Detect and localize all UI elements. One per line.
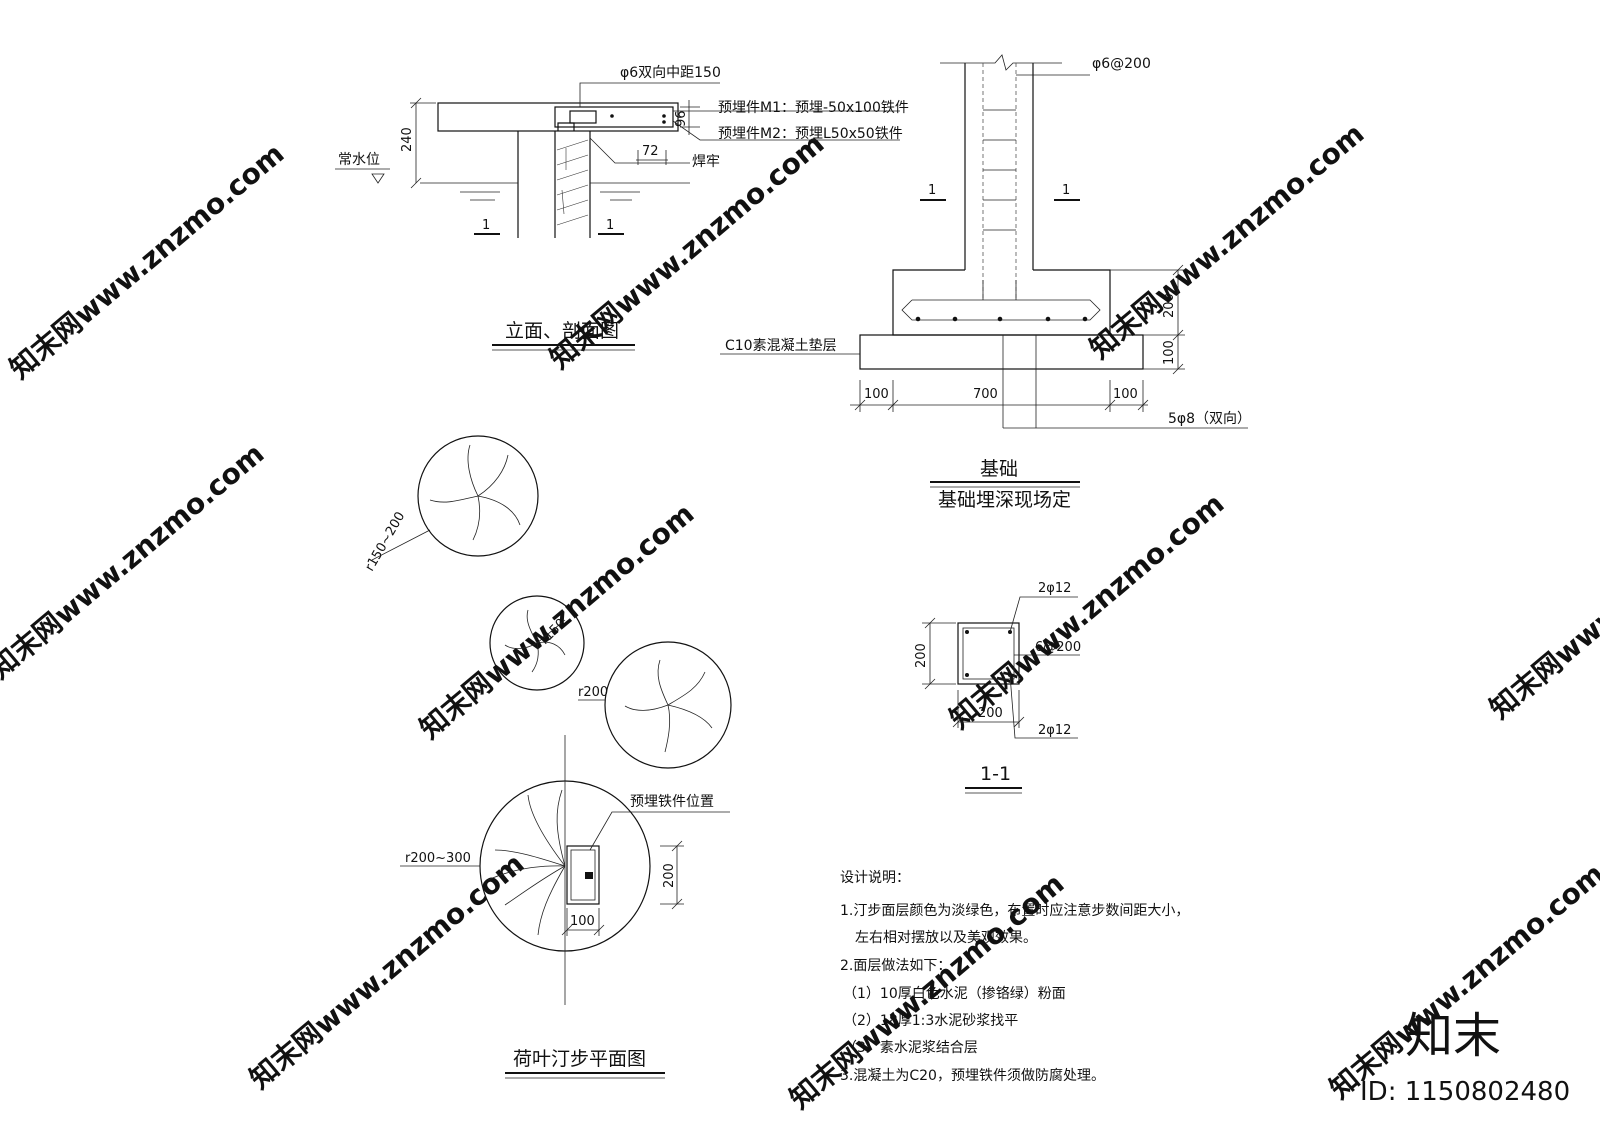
leaf-3 <box>604 641 732 769</box>
dim-96: 96 <box>674 110 689 127</box>
watermark-text: 知末网www.znzmo.com <box>1483 477 1600 725</box>
leaf-1-radius: r150~200 <box>362 509 408 574</box>
embed-position-label: 预埋铁件位置 <box>630 794 714 810</box>
notes-line-7: 3.混凝土为C20，预埋铁件须做防腐处理。 <box>840 1067 1105 1084</box>
notes-line-2: 左右相对摆放以及美观效果。 <box>855 930 1037 946</box>
watermark-text: 知末网www.znzmo.com <box>1083 117 1370 365</box>
plan-title: 荷叶汀步平面图 <box>513 1048 646 1070</box>
notes-line-6: （3）素水泥浆结合层 <box>843 1040 978 1056</box>
foundation-section-mark-left: 1 <box>928 183 936 198</box>
watermark-text: 知末网www.znzmo.com <box>1323 857 1600 1105</box>
foundation-section-mark-right: 1 <box>1062 183 1070 198</box>
elevation-section-drawing: 常水位 240 96 φ6双向中距150 预埋件M1：预埋-50x100铁件 预… <box>335 65 909 351</box>
elevation-section-title: 立面、剖面图 <box>505 320 619 342</box>
section-1-1-title: 1-1 <box>980 763 1011 785</box>
leaf-4-radius: r200~300 <box>405 851 471 866</box>
foundation-drawing: φ6@200 1 1 C10素混凝土垫层 200 100 <box>720 54 1251 511</box>
leaf-2 <box>489 595 585 691</box>
brand-logo-text: 知末 <box>1405 1008 1501 1064</box>
dim-240: 240 <box>400 127 415 152</box>
foundation-rebar-label: 5φ8（双向） <box>1168 411 1251 427</box>
dim-700: 700 <box>973 387 998 402</box>
foundation-title: 基础 <box>980 458 1018 480</box>
embed-m2-label: 预埋件M2：预埋L50x50铁件 <box>718 126 903 142</box>
top-bar-label: 2φ12 <box>1038 581 1071 596</box>
notes-line-3: 2.面层做法如下： <box>840 958 951 974</box>
watermark-text: 知末网www.znzmo.com <box>243 847 530 1095</box>
dim-100: 100 <box>1162 340 1177 365</box>
notes-line-4: （1）10厚白色水泥（掺铬绿）粉面 <box>843 985 1066 1002</box>
foundation-subtitle: 基础埋深现场定 <box>938 489 1071 511</box>
brand-watermark: 知末 ID: 1150802480 <box>1360 1008 1570 1107</box>
leaf-3-radius: r200 <box>578 685 608 700</box>
bed-label: C10素混凝土垫层 <box>725 338 837 354</box>
dim-200: 200 <box>1162 293 1177 318</box>
section-dim-w: 200 <box>978 706 1003 721</box>
section-1-1-drawing: 2φ12 6@200 2φ12 200 200 1-1 <box>914 581 1081 794</box>
plan-dim-100: 100 <box>570 914 595 929</box>
section-mark-right: 1 <box>606 218 614 233</box>
section-mark-left: 1 <box>482 218 490 233</box>
dim-72: 72 <box>642 144 659 159</box>
rebar-label: φ6双向中距150 <box>620 65 721 81</box>
bottom-bar-label: 2φ12 <box>1038 723 1071 738</box>
watermark-text: 知末网www.znzmo.com <box>0 437 270 685</box>
watermark-text: 知末网www.znzmo.com <box>3 137 290 385</box>
watermark-group: 知末网www.znzmo.com 知末网www.znzmo.com 知末网www… <box>0 117 1600 1115</box>
notes-line-5: （2）18厚1:3水泥砂浆找平 <box>843 1013 1018 1029</box>
dim-right-100: 100 <box>1113 387 1138 402</box>
foundation-stirrup-label: φ6@200 <box>1092 56 1151 72</box>
section-dim-h: 200 <box>914 643 929 668</box>
embed-m1-label: 预埋件M1：预埋-50x100铁件 <box>718 100 909 116</box>
weld-label: 焊牢 <box>692 154 720 170</box>
leaf-1 <box>417 435 539 557</box>
notes-line-1: 1.汀步面层颜色为淡绿色，布置时应注意步数间距大小， <box>840 902 1189 919</box>
design-notes: 设计说明： 1.汀步面层颜色为淡绿色，布置时应注意步数间距大小， 左右相对摆放以… <box>840 870 1189 1084</box>
stirrup-label: 6@200 <box>1035 640 1081 655</box>
notes-heading: 设计说明： <box>840 870 910 886</box>
image-id-label: ID: 1150802480 <box>1360 1077 1570 1107</box>
plan-dim-200: 200 <box>662 863 677 888</box>
watermark-text: 知末网www.znzmo.com <box>943 487 1230 735</box>
water-level-label: 常水位 <box>338 152 380 168</box>
column-hatch <box>556 139 589 226</box>
dim-left-100: 100 <box>864 387 889 402</box>
